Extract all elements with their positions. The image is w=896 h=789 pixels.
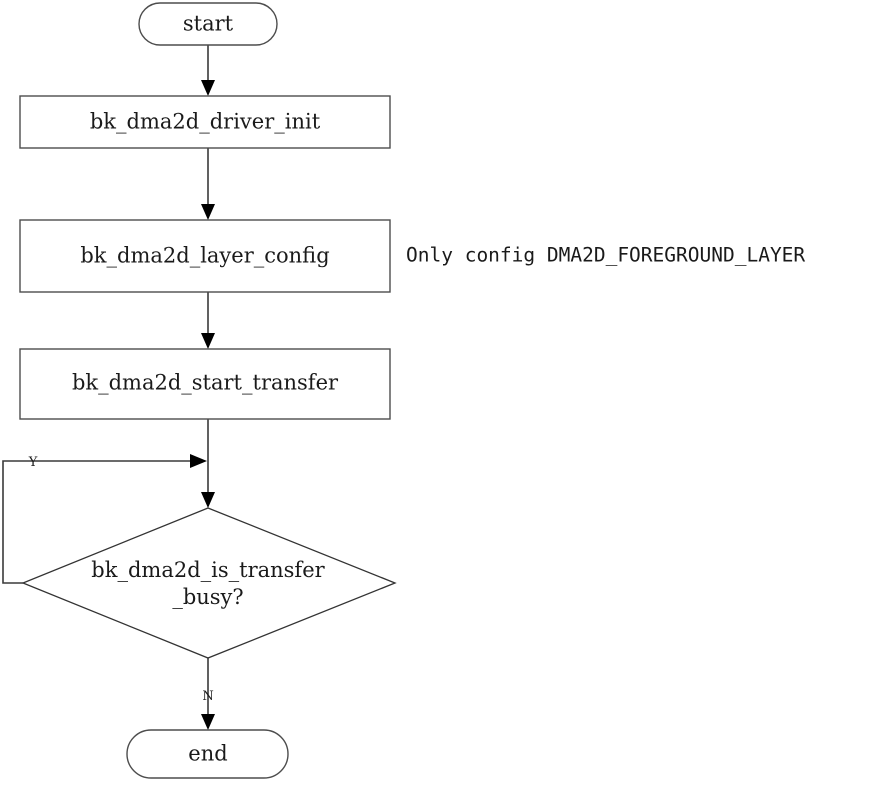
node-bk-dma2d-driver-init[interactable]: bk_dma2d_driver_init (19, 95, 391, 149)
node-end[interactable]: end (126, 729, 289, 779)
edge-transfer-to-busy (201, 419, 215, 508)
svg-text:Only config DMA2D_FOREGROUND_L: Only config DMA2D_FOREGROUND_LAYER (406, 244, 805, 267)
svg-text:start: start (183, 12, 234, 36)
edge-label-yes: Y (28, 455, 38, 470)
note-layer-config: Only config DMA2D_FOREGROUND_LAYER (406, 244, 805, 267)
svg-text:bk_dma2d_driver_init: bk_dma2d_driver_init (90, 110, 321, 134)
edge-layer-to-transfer (201, 292, 215, 349)
node-bk-dma2d-layer-config[interactable]: bk_dma2d_layer_config (19, 219, 391, 293)
edge-start-to-init (201, 45, 215, 96)
svg-text:bk_dma2d_start_transfer: bk_dma2d_start_transfer (72, 371, 339, 395)
edge-busy-loop-yes: Y (2, 454, 207, 584)
edge-busy-to-end: N (201, 658, 215, 730)
node-start[interactable]: start (138, 2, 278, 46)
edge-init-to-layer (201, 148, 215, 220)
node-bk-dma2d-start-transfer[interactable]: bk_dma2d_start_transfer (19, 348, 391, 420)
svg-text:bk_dma2d_layer_config: bk_dma2d_layer_config (80, 244, 329, 268)
edge-label-no: N (202, 689, 213, 704)
svg-text:end: end (188, 742, 227, 766)
svg-text:_busy?: _busy? (172, 585, 243, 609)
svg-text:bk_dma2d_is_transfer: bk_dma2d_is_transfer (91, 558, 325, 582)
node-bk-dma2d-is-transfer-busy-decision[interactable]: bk_dma2d_is_transfer _busy? (21, 507, 397, 659)
